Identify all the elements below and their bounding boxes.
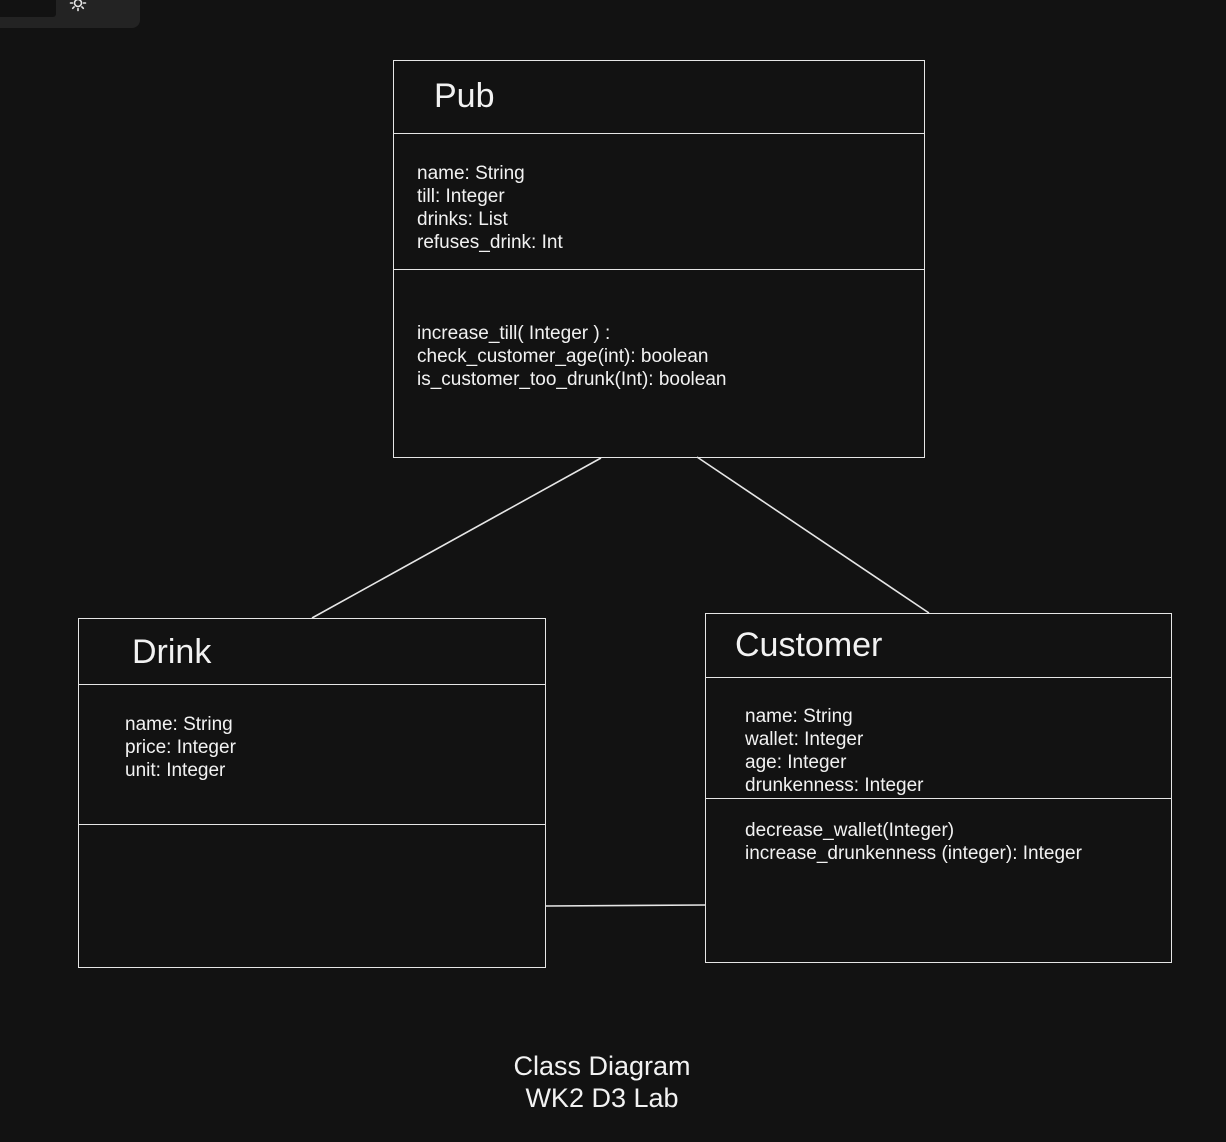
attribute: name: String xyxy=(745,706,853,727)
class-title: Pub xyxy=(434,77,495,115)
attribute: age: Integer xyxy=(745,752,847,773)
class-methods: increase_till( Integer ) : check_custome… xyxy=(394,270,924,457)
class-drink[interactable]: Drink name: String price: Integer unit: … xyxy=(78,618,546,968)
section-divider xyxy=(706,798,1171,799)
class-attributes: name: String till: Integer drinks: List … xyxy=(394,134,924,270)
attribute-list: name: String price: Integer unit: Intege… xyxy=(125,713,236,782)
toolbar-button[interactable] xyxy=(0,0,56,17)
section-divider xyxy=(79,824,545,825)
attribute: unit: Integer xyxy=(125,760,226,781)
caption-line-2: WK2 D3 Lab xyxy=(525,1083,679,1113)
section-divider xyxy=(394,269,924,270)
class-methods: decrease_wallet(Integer) increase_drunke… xyxy=(706,799,1171,962)
attribute: wallet: Integer xyxy=(745,729,864,750)
method: decrease_wallet(Integer) xyxy=(745,820,955,841)
attribute: price: Integer xyxy=(125,737,236,758)
attribute: name: String xyxy=(417,163,525,184)
caption-line-1: Class Diagram xyxy=(513,1051,691,1081)
class-attributes: name: String wallet: Integer age: Intege… xyxy=(706,678,1171,798)
method: increase_till( Integer ) : xyxy=(417,323,611,344)
method-list: decrease_wallet(Integer) increase_drunke… xyxy=(745,819,1082,865)
pub-customer-association xyxy=(696,456,930,614)
attribute: drunkenness: Integer xyxy=(745,775,924,796)
class-header: Pub xyxy=(394,61,924,134)
class-pub[interactable]: Pub name: String till: Integer drinks: L… xyxy=(393,60,925,458)
attribute: drinks: List xyxy=(417,209,508,230)
class-title: Drink xyxy=(132,633,212,671)
pub-drink-association xyxy=(311,457,602,619)
class-attributes: name: String price: Integer unit: Intege… xyxy=(79,685,545,825)
toolbar xyxy=(0,0,140,28)
attribute: till: Integer xyxy=(417,186,505,207)
attribute-list: name: String till: Integer drinks: List … xyxy=(417,162,563,254)
method: check_customer_age(int): boolean xyxy=(417,346,709,367)
class-header: Customer xyxy=(706,614,1171,678)
class-title: Customer xyxy=(735,626,883,664)
attribute: refuses_drink: Int xyxy=(417,232,563,253)
class-methods xyxy=(79,825,545,967)
attribute-list: name: String wallet: Integer age: Intege… xyxy=(745,705,924,797)
method: is_customer_too_drunk(Int): boolean xyxy=(417,369,727,390)
method: increase_drunkenness (integer): Integer xyxy=(745,843,1082,864)
class-customer[interactable]: Customer name: String wallet: Integer ag… xyxy=(705,613,1172,963)
class-header: Drink xyxy=(79,619,545,685)
diagram-caption: Class Diagram WK2 D3 Lab xyxy=(0,1050,1226,1114)
method-list: increase_till( Integer ) : check_custome… xyxy=(417,322,726,391)
attribute: name: String xyxy=(125,714,233,735)
sun-icon[interactable] xyxy=(69,0,87,12)
drink-customer-association xyxy=(545,904,707,907)
